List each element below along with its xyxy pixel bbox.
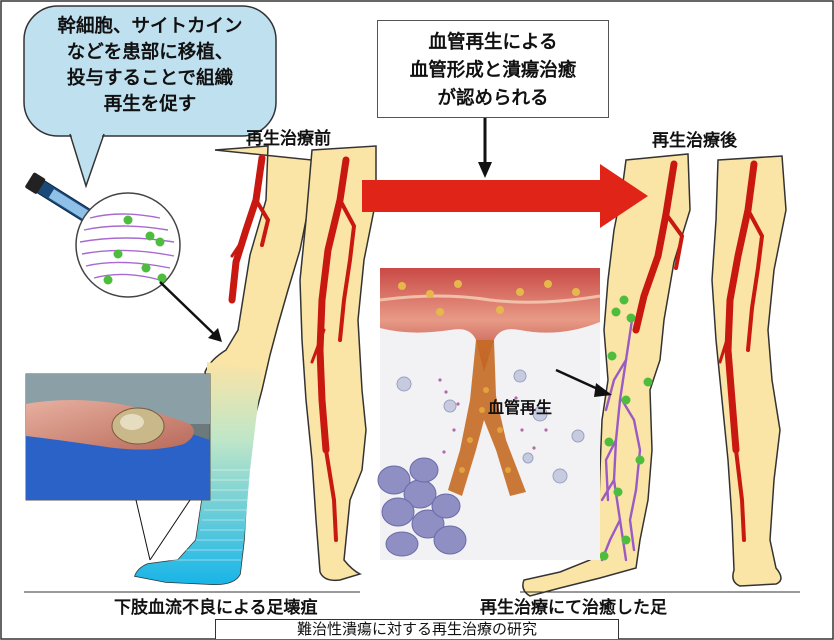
- leg-after-right: [712, 156, 786, 586]
- treatment-arrow: [362, 164, 648, 228]
- label-before: 再生治療前: [246, 124, 331, 149]
- result-line: 血管形成と潰瘍治癒: [378, 57, 608, 85]
- bubble-line: 再生を促す: [32, 92, 268, 118]
- label-vessel-regen: 血管再生: [488, 394, 552, 418]
- bubble-line: 幹細胞、サイトカイン: [32, 14, 268, 40]
- photo-callout-lines: [136, 500, 190, 560]
- foot-photo: [26, 374, 210, 500]
- label-after: 再生治療後: [652, 126, 737, 151]
- result-box: 血管再生による 血管形成と潰瘍治癒 が認められる: [377, 20, 609, 118]
- label-left-bottom: 下肢血流不良による足壊疽: [114, 593, 318, 618]
- bubble-line: 投与することで組織: [32, 66, 268, 92]
- label-right-bottom: 再生治療にて治癒した足: [480, 593, 667, 618]
- injection-circle: [76, 193, 180, 297]
- bubble-text: 幹細胞、サイトカイン などを患部に移植、 投与することで組織 再生を促す: [32, 14, 268, 118]
- injection-arrow: [160, 282, 222, 342]
- figure-caption: 難治性潰瘍に対する再生治療の研究: [215, 619, 619, 639]
- result-line: 血管再生による: [378, 29, 608, 57]
- result-line: が認められる: [378, 85, 608, 113]
- bubble-line: などを患部に移植、: [32, 40, 268, 66]
- box-down-arrow: [478, 118, 492, 178]
